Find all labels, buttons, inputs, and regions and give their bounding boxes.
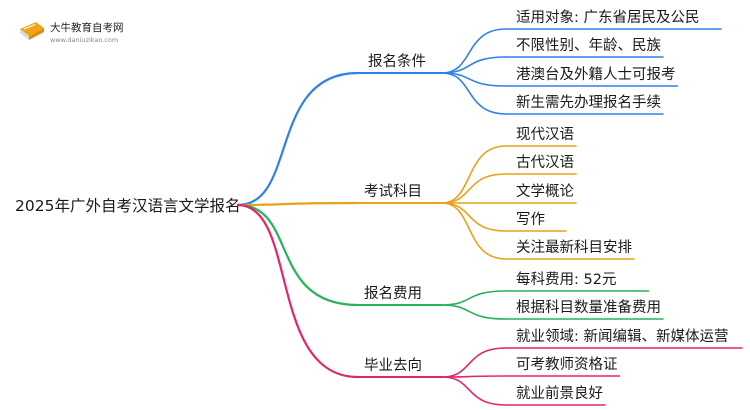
branch-label: 考试科目 bbox=[364, 183, 422, 200]
logo-url: www.daniuzikao.com bbox=[50, 36, 118, 44]
leaf-label: 文学概论 bbox=[516, 183, 574, 200]
leaf-line bbox=[441, 173, 507, 204]
leaf-label: 港澳台及外籍人士可报考 bbox=[516, 66, 676, 83]
root-branch-line bbox=[236, 201, 360, 207]
leaf-label: 适用对象: 广东省居民及公民 bbox=[516, 9, 700, 26]
leaf-label: 根据科目数量准备费用 bbox=[516, 299, 661, 316]
leaf-label: 就业领域: 新闻编辑、新媒体运营 bbox=[516, 328, 729, 345]
leaf-line bbox=[441, 304, 507, 320]
branch-label: 报名费用 bbox=[364, 285, 422, 302]
leaf-label: 现代汉语 bbox=[516, 126, 574, 143]
book-icon bbox=[20, 22, 44, 40]
logo: 大牛教育自考网 www.daniuzikao.com bbox=[20, 21, 124, 44]
leaf-line bbox=[441, 290, 507, 306]
root-topic: 2025年广外自考汉语言文学报名 bbox=[15, 197, 240, 215]
branch-label: 毕业去向 bbox=[364, 357, 422, 374]
leaf-line bbox=[441, 56, 507, 74]
leaf-label: 不限性别、年龄、民族 bbox=[516, 37, 661, 54]
leaf-label: 可考教师资格证 bbox=[516, 356, 618, 373]
branch-label: 报名条件 bbox=[368, 53, 426, 70]
leaf-line bbox=[441, 202, 507, 260]
leaf-line bbox=[441, 376, 507, 406]
root-branch-line bbox=[236, 203, 360, 379]
leaf-label: 每科费用: 52元 bbox=[516, 271, 616, 288]
leaf-line bbox=[441, 375, 507, 378]
leaf-label: 关注最新科目安排 bbox=[516, 239, 632, 256]
leaf-line bbox=[441, 28, 507, 74]
leaf-label: 新生需先办理报名手续 bbox=[516, 94, 661, 111]
root-branch-line bbox=[236, 203, 360, 307]
leaf-line bbox=[441, 202, 507, 232]
leaf-label: 就业前景良好 bbox=[516, 385, 603, 402]
logo-name: 大牛教育自考网 bbox=[50, 21, 124, 34]
leaf-label: 古代汉语 bbox=[516, 154, 574, 171]
leaf-line bbox=[441, 145, 507, 204]
connector-lines bbox=[236, 28, 743, 406]
root-branch-line bbox=[236, 71, 360, 207]
leaf-line bbox=[441, 347, 507, 378]
leaf-line bbox=[441, 72, 507, 115]
leaf-label: 写作 bbox=[516, 211, 545, 228]
